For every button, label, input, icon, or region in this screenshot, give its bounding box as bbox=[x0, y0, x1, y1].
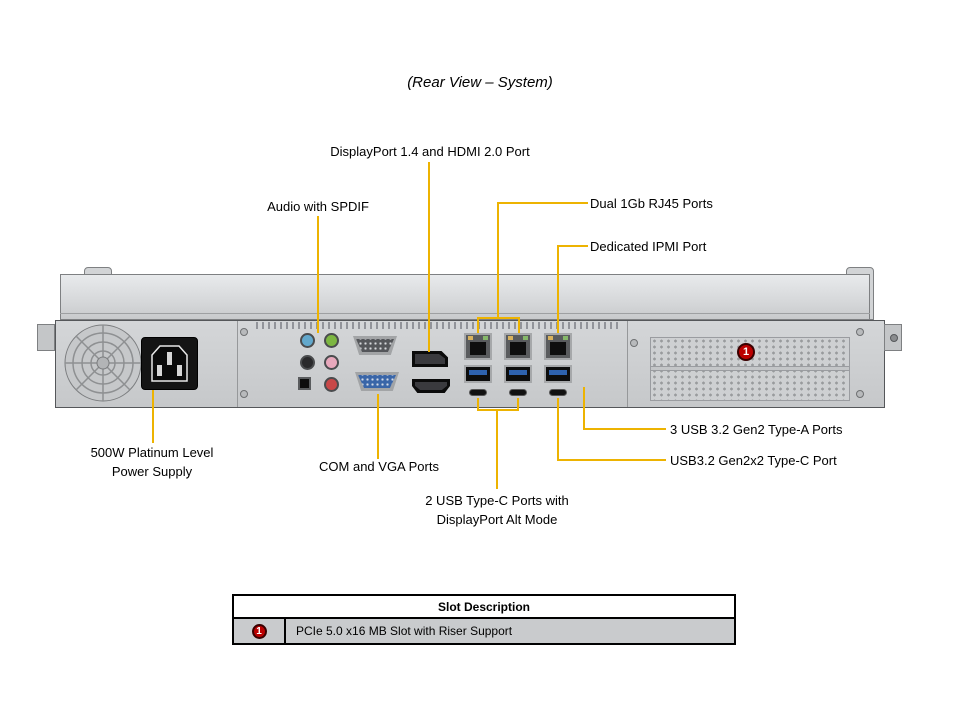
power-inlet bbox=[141, 337, 198, 390]
leader-ipmi bbox=[557, 245, 588, 247]
rj45-led bbox=[468, 336, 473, 340]
rj45-port-1 bbox=[464, 333, 492, 360]
leader-com-vga bbox=[377, 394, 379, 459]
leader-rj45 bbox=[477, 317, 479, 333]
leader-psu bbox=[152, 390, 154, 443]
slot-badge-cell: 1 bbox=[234, 619, 286, 643]
slot-table-header: Slot Description bbox=[234, 596, 734, 619]
screw bbox=[856, 328, 864, 336]
usb-c-port-1 bbox=[469, 389, 487, 396]
audio-jack-line-out bbox=[324, 333, 339, 348]
label-psu-line2: Power Supply bbox=[111, 464, 193, 479]
rj45-led bbox=[508, 336, 513, 340]
com-port bbox=[353, 336, 397, 355]
table-row: 1 PCIe 5.0 x16 MB Slot with Riser Suppor… bbox=[234, 619, 734, 643]
usb-c-gen2x2-port bbox=[549, 389, 567, 396]
chassis-tab-left bbox=[37, 324, 55, 351]
label-usb-c-dp-line1: 2 USB Type-C Ports with bbox=[425, 493, 569, 508]
leader-usb-c-dp bbox=[477, 409, 519, 411]
leader-usb-a bbox=[583, 428, 666, 430]
leader-usb-a bbox=[583, 387, 585, 430]
slot-badge-1: 1 bbox=[737, 343, 755, 361]
slot-description-cell: PCIe 5.0 x16 MB Slot with Riser Support bbox=[296, 624, 513, 638]
label-psu-line1: 500W Platinum Level bbox=[90, 445, 214, 460]
audio-jack-line-in bbox=[300, 333, 315, 348]
vga-port bbox=[355, 372, 399, 391]
label-usb-c: USB3.2 Gen2x2 Type-C Port bbox=[670, 453, 837, 468]
label-usb-a: 3 USB 3.2 Gen2 Type-A Ports bbox=[670, 422, 843, 437]
mounting-hole bbox=[890, 334, 898, 342]
leader-usb-c bbox=[557, 398, 559, 461]
hdmi-port bbox=[412, 379, 450, 393]
ipmi-port bbox=[544, 333, 572, 360]
leader-rj45 bbox=[497, 202, 588, 204]
label-ipmi: Dedicated IPMI Port bbox=[590, 239, 707, 254]
expansion-section-divider bbox=[627, 321, 628, 407]
label-com-vga: COM and VGA Ports bbox=[319, 459, 439, 474]
usb-a-port-3 bbox=[544, 365, 572, 383]
leader-usb-c-dp bbox=[517, 398, 519, 411]
chassis-tab-right bbox=[884, 324, 902, 351]
pcie-slot-divider bbox=[651, 366, 849, 371]
slot-badge-1: 1 bbox=[251, 623, 267, 639]
chassis-cover-seam bbox=[60, 313, 870, 314]
usb-tongue bbox=[549, 370, 567, 375]
vga-port-pins bbox=[358, 375, 396, 388]
label-audio: Audio with SPDIF bbox=[267, 199, 369, 214]
label-rj45: Dual 1Gb RJ45 Ports bbox=[590, 196, 713, 211]
screw bbox=[630, 339, 638, 347]
leader-rj45 bbox=[497, 202, 499, 319]
com-port-pins bbox=[356, 339, 394, 352]
screw bbox=[240, 390, 248, 398]
fan-grille bbox=[64, 324, 142, 402]
audio-jack-center bbox=[324, 377, 339, 392]
rj45-led bbox=[523, 336, 528, 340]
usb-c-port-2 bbox=[509, 389, 527, 396]
rj45-led bbox=[483, 336, 488, 340]
leader-usb-c-dp bbox=[477, 398, 479, 411]
leader-usb-c-dp bbox=[496, 409, 498, 489]
leader-ipmi bbox=[557, 245, 559, 333]
page-title: (Rear View – System) bbox=[407, 74, 553, 91]
rj45-led bbox=[563, 336, 568, 340]
displayport bbox=[412, 351, 448, 367]
leader-usb-c bbox=[557, 459, 666, 461]
chassis-top-cover bbox=[60, 274, 870, 320]
usb-a-port-2 bbox=[504, 365, 532, 383]
top-vent-strip bbox=[256, 322, 622, 329]
leader-displayport bbox=[428, 162, 430, 352]
usb-tongue bbox=[509, 370, 527, 375]
rj45-port-2 bbox=[504, 333, 532, 360]
usb-tongue bbox=[469, 370, 487, 375]
leader-rj45 bbox=[518, 317, 520, 333]
rj45-slot bbox=[470, 342, 486, 355]
label-usb-c-dp-line2: DisplayPort Alt Mode bbox=[436, 512, 558, 527]
label-psu: 500W Platinum Level Power Supply bbox=[52, 443, 252, 481]
leader-audio bbox=[317, 216, 319, 333]
usb-a-port-1 bbox=[464, 365, 492, 383]
label-usb-c-dp: 2 USB Type-C Ports with DisplayPort Alt … bbox=[397, 491, 597, 529]
rj45-slot bbox=[550, 342, 566, 355]
audio-jack-rear bbox=[300, 355, 315, 370]
audio-jack-mic bbox=[324, 355, 339, 370]
psu-section-divider bbox=[237, 321, 238, 407]
rj45-led bbox=[548, 336, 553, 340]
screw bbox=[856, 390, 864, 398]
label-displayport-hdmi: DisplayPort 1.4 and HDMI 2.0 Port bbox=[330, 144, 530, 159]
slot-description-table: Slot Description 1 PCIe 5.0 x16 MB Slot … bbox=[232, 594, 736, 645]
screw bbox=[240, 328, 248, 336]
spdif-port bbox=[298, 377, 311, 390]
rj45-slot bbox=[510, 342, 526, 355]
leader-rj45 bbox=[477, 317, 520, 319]
